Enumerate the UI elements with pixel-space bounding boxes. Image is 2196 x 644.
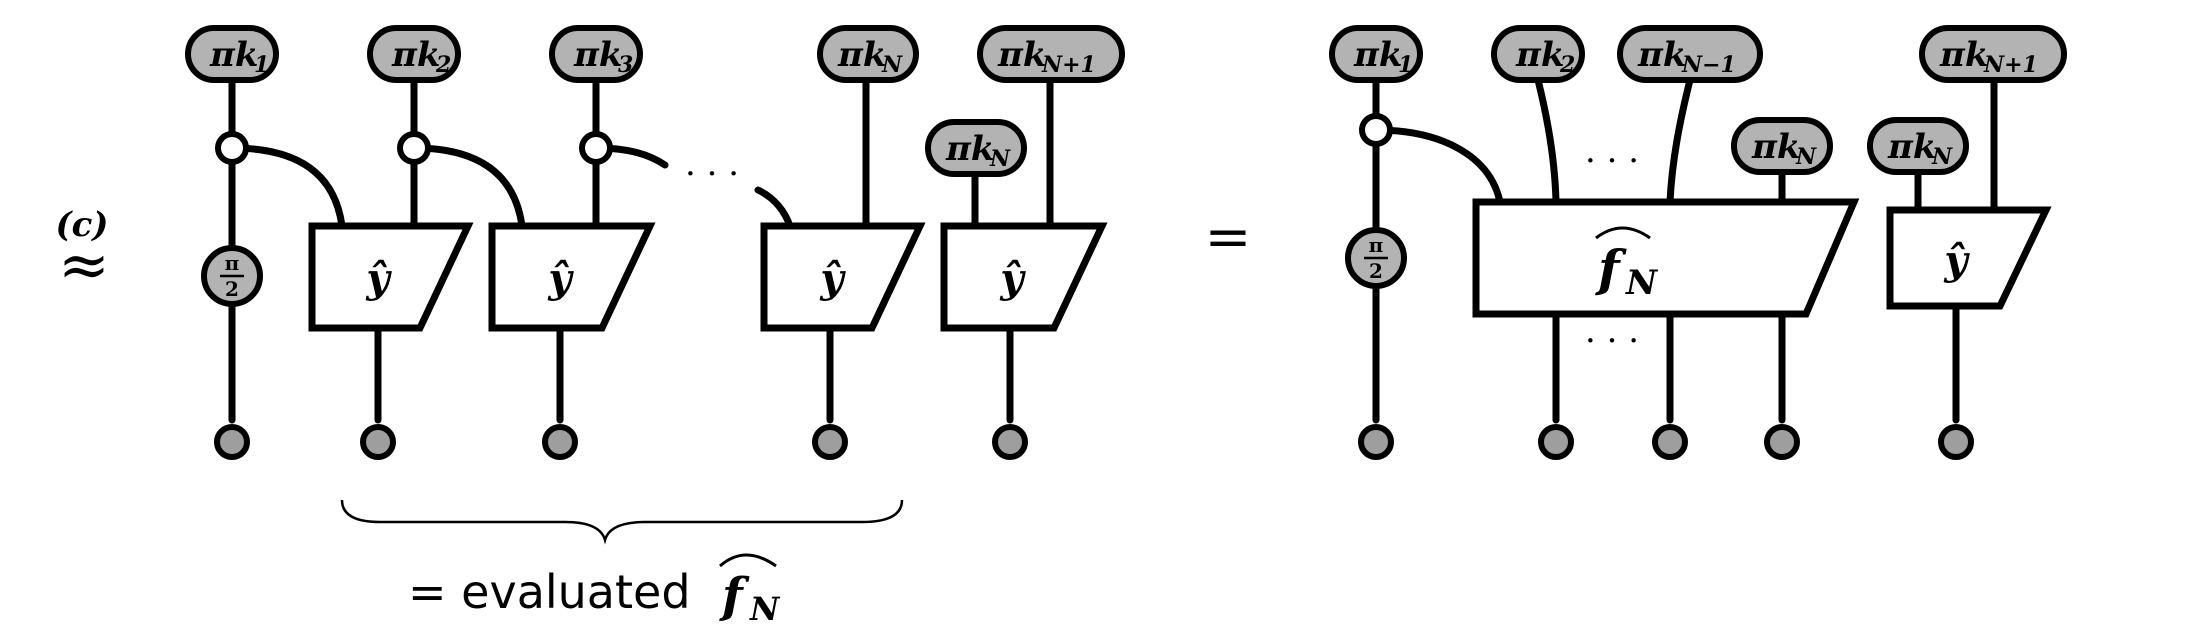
phase-node-pi-half: π 2 xyxy=(201,245,263,307)
svg-text:πk: πk xyxy=(1887,127,1936,167)
svg-text:N: N xyxy=(881,52,903,78)
svg-text:N−1: N−1 xyxy=(1681,52,1736,78)
svg-text:πk: πk xyxy=(1637,35,1686,75)
approx-symbol: ≈ xyxy=(58,228,110,301)
output-dot-n1 xyxy=(992,424,1028,460)
left-diagram: (c) ≈ · · · ŷ ŷ ŷ xyxy=(56,25,1125,628)
svg-text:πk: πk xyxy=(837,35,886,75)
y-hat-box-2: ŷ xyxy=(488,222,656,332)
ellipsis-top: · · · xyxy=(685,154,739,194)
copy-wire-2 xyxy=(410,144,526,230)
svg-text:πk: πk xyxy=(1939,35,1988,75)
svg-text:2: 2 xyxy=(1369,259,1383,283)
copy-wire-1 xyxy=(228,144,346,230)
right-pill-pi-kN-minus-1: πk N−1 xyxy=(1617,25,1763,83)
pill-pi-k3: πk 3 xyxy=(549,25,643,83)
svg-text:ŷ: ŷ xyxy=(819,255,846,302)
right-output-dot-1 xyxy=(1358,424,1394,460)
svg-text:N: N xyxy=(749,590,781,628)
svg-text:1: 1 xyxy=(1398,52,1413,78)
svg-text:3: 3 xyxy=(618,52,633,78)
pill-pi-kN-side: πk N xyxy=(925,119,1027,177)
svg-text:ŷ: ŷ xyxy=(547,255,574,302)
svg-text:πk: πk xyxy=(1515,35,1564,75)
svg-text:2: 2 xyxy=(225,277,239,301)
right-output-dot-5 xyxy=(1938,424,1974,460)
right-diagram: · · · · · · f N ŷ π 2 xyxy=(1329,25,2067,460)
svg-text:N: N xyxy=(1625,263,1659,303)
right-pill-pi-kN-plus-1: πk N+1 xyxy=(1919,25,2067,83)
copy-wire-n xyxy=(754,186,794,230)
output-dot-n xyxy=(812,424,848,460)
right-output-dot-2 xyxy=(1538,424,1574,460)
pill-pi-k2: πk 2 xyxy=(367,25,461,83)
output-dot-2 xyxy=(360,424,396,460)
svg-text:ŷ: ŷ xyxy=(999,255,1026,302)
pill-pi-k1: πk 1 xyxy=(185,25,279,83)
svg-text:π: π xyxy=(225,251,240,275)
svg-text:πk: πk xyxy=(1751,127,1800,167)
right-pill-pi-kN: πk N xyxy=(1731,117,1833,175)
svg-text:N+1: N+1 xyxy=(1983,52,2038,78)
underbrace xyxy=(340,499,904,545)
copy-node-3 xyxy=(579,131,613,165)
svg-text:πk: πk xyxy=(391,35,440,75)
right-phase-node-pi-half: π 2 xyxy=(1345,227,1407,289)
svg-text:f: f xyxy=(719,568,750,624)
right-copy-node xyxy=(1359,113,1393,147)
right-pill-pi-k2: πk 2 xyxy=(1491,25,1585,83)
right-pill-pi-k1: πk 1 xyxy=(1329,25,1423,83)
brace-label: = evaluated xyxy=(408,565,691,619)
copy-node-2 xyxy=(397,131,431,165)
f-n-box: f N xyxy=(1472,198,1860,318)
output-dot-1 xyxy=(214,424,250,460)
right-pill-pi-kN-side: πk N xyxy=(1867,117,1969,175)
right-ellipsis-top: · · · xyxy=(1585,141,1639,181)
y-hat-box-4: ŷ xyxy=(940,222,1108,332)
svg-text:N: N xyxy=(1795,144,1817,170)
right-output-dot-3 xyxy=(1652,424,1688,460)
svg-text:2: 2 xyxy=(1559,52,1575,78)
svg-text:ŷ: ŷ xyxy=(1943,237,1970,284)
approx-marker: (c) xyxy=(56,205,109,245)
svg-text:πk: πk xyxy=(945,129,994,169)
y-hat-box-1: ŷ xyxy=(308,222,474,332)
brace-f-hat: f N xyxy=(719,553,781,628)
svg-text:ŷ: ŷ xyxy=(365,255,392,302)
right-y-hat-box: ŷ xyxy=(1886,206,2052,310)
right-wire-2 xyxy=(1534,76,1560,206)
svg-text:1: 1 xyxy=(254,52,269,78)
copy-node-1 xyxy=(215,131,249,165)
y-hat-box-3: ŷ xyxy=(760,222,926,332)
svg-text:πk: πk xyxy=(997,35,1046,75)
right-wire-nm1 xyxy=(1666,76,1694,206)
svg-text:πk: πk xyxy=(209,35,258,75)
right-ellipsis-bottom: · · · xyxy=(1585,321,1639,361)
svg-text:N: N xyxy=(1931,144,1953,170)
output-dot-3 xyxy=(542,424,578,460)
svg-text:N+1: N+1 xyxy=(1041,52,1096,78)
equals-sign: = xyxy=(1205,205,1252,270)
svg-text:2: 2 xyxy=(435,52,451,78)
right-output-dot-4 xyxy=(1764,424,1800,460)
svg-text:πk: πk xyxy=(1353,35,1402,75)
svg-text:πk: πk xyxy=(573,35,622,75)
pill-pi-kN-plus-1: πk N+1 xyxy=(977,25,1125,83)
svg-text:N: N xyxy=(989,146,1011,172)
pill-pi-kN: πk N xyxy=(817,25,919,83)
svg-text:π: π xyxy=(1369,233,1384,257)
right-copy-wire xyxy=(1372,126,1504,206)
